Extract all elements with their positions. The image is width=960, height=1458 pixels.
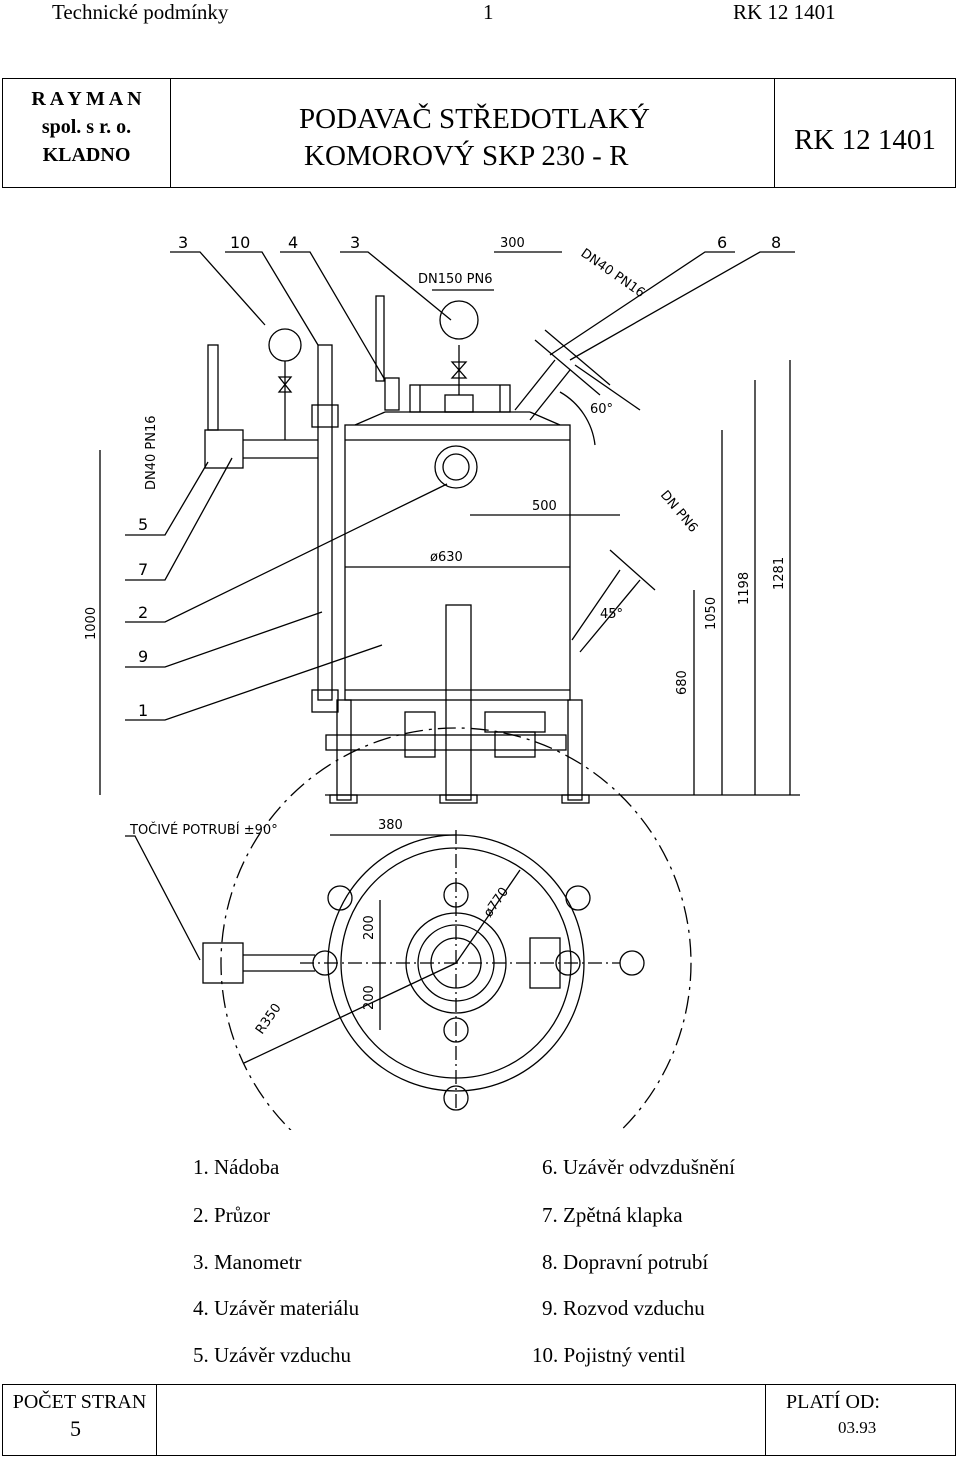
technical-drawing: 3 10 4 3 6 8 5 7 2 9 1 300 DN150 PN6 DN4…	[84, 233, 800, 1130]
legend-item: 8. Dopravní potrubí	[542, 1250, 709, 1274]
legend-item: 7. Zpětná klapka	[542, 1203, 683, 1227]
label-dim-1000: 1000	[84, 607, 99, 640]
label-dim-680: 680	[675, 670, 690, 695]
label-dn-pn6: DN PN6	[657, 488, 700, 536]
label-rotating-pipe: TOČIVÉ POTRUBÍ ±90°	[129, 822, 278, 838]
legend-item: 10. Pojistný ventil	[532, 1343, 686, 1367]
page-count-value: 5	[70, 1416, 81, 1441]
page-count-label: POČET STRAN	[12, 1391, 147, 1413]
label-dim-1050: 1050	[704, 597, 719, 630]
page-count-cell: POČET STRAN 5	[3, 1385, 157, 1455]
company-cell: R A Y M A N spol. s r. o. KLADNO	[3, 79, 171, 187]
company-name: R A Y M A N	[31, 88, 142, 110]
title-line-2: KOMOROVÝ SKP 230 - R	[304, 140, 629, 172]
callout-7: 7	[138, 560, 148, 579]
company-city: KLADNO	[42, 144, 131, 166]
legend-item: 4. Uzávěr materiálu	[193, 1296, 360, 1320]
manometer-left	[268, 328, 302, 362]
company-form: spol. s r. o.	[41, 116, 132, 138]
callout-6: 6	[717, 233, 727, 252]
doc-type: Technické podmínky	[52, 0, 229, 24]
manometer-top	[439, 300, 479, 340]
label-dim-380: 380	[378, 818, 403, 833]
legend-item: 3. Manometr	[193, 1250, 302, 1274]
label-dia-770: ø770	[481, 885, 512, 920]
callout-10: 10	[230, 233, 250, 252]
label-dia-630: ø630	[430, 550, 463, 565]
callout-4: 4	[288, 233, 298, 252]
label-dim-300: 300	[500, 236, 525, 251]
callout-3a: 3	[178, 233, 188, 252]
valid-from-cell: PLATÍ OD: 03.93	[765, 1385, 955, 1455]
title-cell: PODAVAČ STŘEDOTLAKÝ KOMOROVÝ SKP 230 - R	[171, 79, 775, 187]
legend-item: 5. Uzávěr vzduchu	[193, 1343, 352, 1367]
legend-item: 1. Nádoba	[193, 1155, 280, 1179]
label-dn40-side: DN40 PN16	[144, 415, 159, 490]
callout-1: 1	[138, 701, 148, 720]
callout-2: 2	[138, 603, 148, 622]
footer-block: POČET STRAN 5 PLATÍ OD: 03.93	[2, 1384, 956, 1456]
code-cell: RK 12 1401	[794, 123, 936, 156]
label-dim-200-top: 200	[362, 915, 377, 940]
label-angle-45: 45°	[600, 607, 623, 622]
valid-from-value: 03.93	[838, 1418, 877, 1437]
label-dim-1198: 1198	[737, 572, 752, 605]
label-dn150: DN150 PN6	[418, 272, 493, 287]
label-dim-200-bottom: 200	[362, 985, 377, 1010]
label-dim-1281: 1281	[772, 557, 787, 590]
legend-item: 2. Průzor	[193, 1203, 270, 1227]
callout-8: 8	[771, 233, 781, 252]
page-header: Technické podmínky 1 RK 12 1401	[0, 0, 960, 26]
inspection-window	[434, 445, 478, 489]
doc-code: RK 12 1401	[733, 0, 836, 24]
valid-from-label: PLATÍ OD:	[786, 1391, 880, 1413]
label-dim-500: 500	[532, 499, 557, 514]
label-angle-60: 60°	[590, 402, 613, 417]
title-block: R A Y M A N spol. s r. o. KLADNO PODAVAČ…	[2, 78, 956, 188]
legend-item: 9. Rozvod vzduchu	[542, 1296, 705, 1320]
label-dn40-top: DN40 PN16	[578, 246, 648, 301]
callout-3b: 3	[350, 233, 360, 252]
label-r350: R350	[253, 1001, 285, 1037]
legend-item: 6. Uzávěr odvzdušnění	[542, 1155, 736, 1179]
callout-5: 5	[138, 515, 148, 534]
vessel-body	[344, 424, 571, 701]
title-line-1: PODAVAČ STŘEDOTLAKÝ	[299, 103, 651, 135]
callout-9: 9	[138, 647, 148, 666]
page-number: 1	[483, 0, 494, 24]
